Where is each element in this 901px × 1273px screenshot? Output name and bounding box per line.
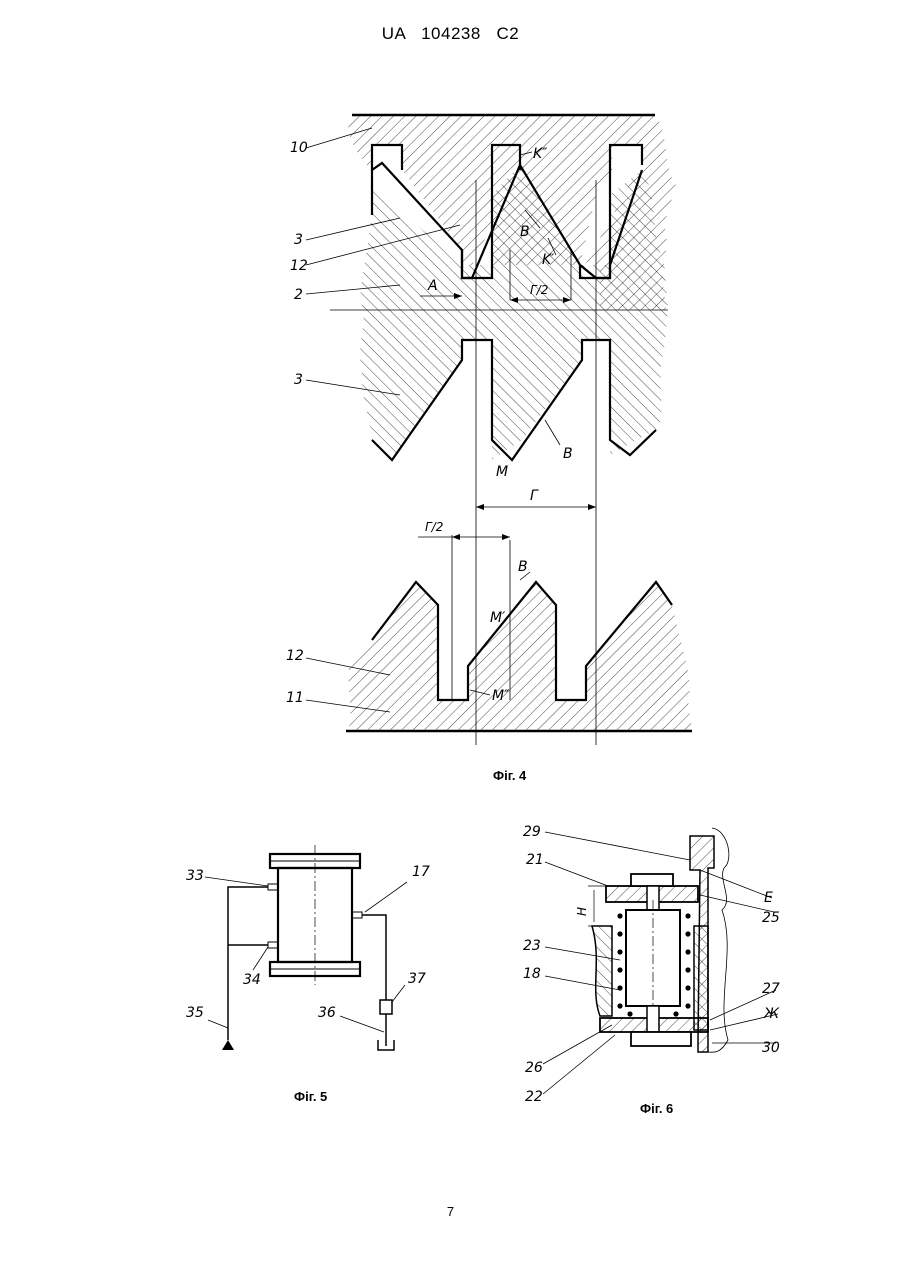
upper-boss xyxy=(631,874,673,886)
label-35: 35 xyxy=(186,1005,204,1021)
label-3-lower: 3 xyxy=(294,372,303,388)
label-zh: Ж xyxy=(763,1006,780,1022)
fig5-caption: Фіг. 5 xyxy=(294,1089,327,1104)
terminal-33 xyxy=(268,884,278,890)
label-10: 10 xyxy=(290,140,308,156)
label-11: 11 xyxy=(286,690,304,706)
label-a: A xyxy=(427,278,438,294)
label-g: Г xyxy=(530,488,539,504)
label-34: 34 xyxy=(243,972,261,988)
switch-37 xyxy=(380,1000,392,1014)
label-2: 2 xyxy=(294,287,303,303)
label-25: 25 xyxy=(762,910,780,926)
lower-shaft xyxy=(647,1006,659,1032)
label-h: H xyxy=(575,907,589,916)
figure-5 xyxy=(205,845,407,1050)
dim-arrow xyxy=(588,504,596,510)
dim-arrow xyxy=(452,534,460,540)
label-m: M xyxy=(496,464,508,480)
figure-6 xyxy=(543,828,778,1094)
fig4-caption: Фіг. 4 xyxy=(493,768,526,783)
label-12-lower: 12 xyxy=(286,648,304,664)
label-17: 17 xyxy=(412,864,430,880)
label-36: 36 xyxy=(318,1005,336,1021)
label-b-upper: B xyxy=(520,224,530,240)
part-2-body xyxy=(360,165,668,460)
label-21: 21 xyxy=(526,852,544,868)
label-30: 30 xyxy=(762,1040,780,1056)
label-22: 22 xyxy=(525,1089,543,1105)
dim-arrow xyxy=(502,534,510,540)
label-23: 23 xyxy=(523,938,541,954)
terminal-34 xyxy=(268,942,278,948)
label-12-upper: 12 xyxy=(290,258,308,274)
label-g2-upper: Г/2 xyxy=(530,283,548,297)
label-29: 29 xyxy=(523,824,541,840)
label-18: 18 xyxy=(523,966,541,982)
contact-36 xyxy=(378,1014,394,1050)
label-m-prime: M′ xyxy=(490,610,506,626)
ground-symbol xyxy=(222,1040,234,1050)
label-g2-lower: Г/2 xyxy=(425,520,443,534)
label-37: 37 xyxy=(408,971,426,987)
terminal-17 xyxy=(352,912,362,918)
label-k-double-prime: K″ xyxy=(533,146,548,162)
label-b-middle: B xyxy=(563,446,573,462)
figure-4: 10 3 12 2 3 12 11 K″ B K′ A Г/2 B M Г Г/… xyxy=(286,115,692,745)
left-wall xyxy=(592,926,612,1016)
label-26: 26 xyxy=(525,1060,543,1076)
wire-33 xyxy=(228,887,268,1040)
label-m-double-prime: M″ xyxy=(492,688,510,704)
fig5-leaders xyxy=(205,877,407,1032)
page-number: 7 xyxy=(0,1204,901,1219)
label-27: 27 xyxy=(762,981,780,997)
label-k-prime: K′ xyxy=(542,252,555,268)
label-33: 33 xyxy=(186,868,204,884)
lower-boss xyxy=(631,1032,691,1046)
fig6-caption: Фіг. 6 xyxy=(640,1101,673,1116)
dim-arrow xyxy=(476,504,484,510)
label-3-upper: 3 xyxy=(294,232,303,248)
label-e: E xyxy=(764,890,773,906)
label-b-lower: B xyxy=(518,559,528,575)
wire-17 xyxy=(362,915,386,1000)
